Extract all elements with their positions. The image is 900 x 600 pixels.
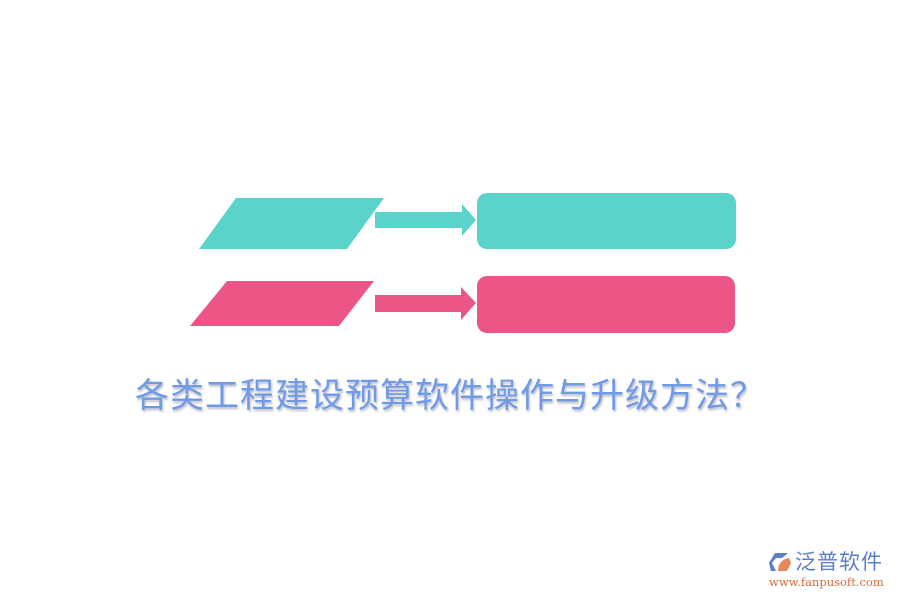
fanpu-logo-icon: [769, 553, 791, 571]
pink-parallelogram: [190, 281, 374, 326]
page-title: 各类工程建设预算软件操作与升级方法？: [135, 376, 765, 416]
diagram-row-2: [190, 276, 735, 333]
teal-parallelogram: [199, 198, 384, 249]
pink-arrow: [375, 287, 476, 320]
brand-logo: 泛普软件 www.fanpusoft.com: [767, 549, 895, 593]
diagram-row-1: [199, 193, 736, 249]
teal-arrow: [375, 204, 476, 236]
logo-url: www.fanpusoft.com: [769, 575, 884, 589]
teal-rounded-box: [477, 193, 736, 249]
logo-name: 泛普软件: [795, 550, 883, 574]
pink-rounded-box: [477, 276, 735, 333]
